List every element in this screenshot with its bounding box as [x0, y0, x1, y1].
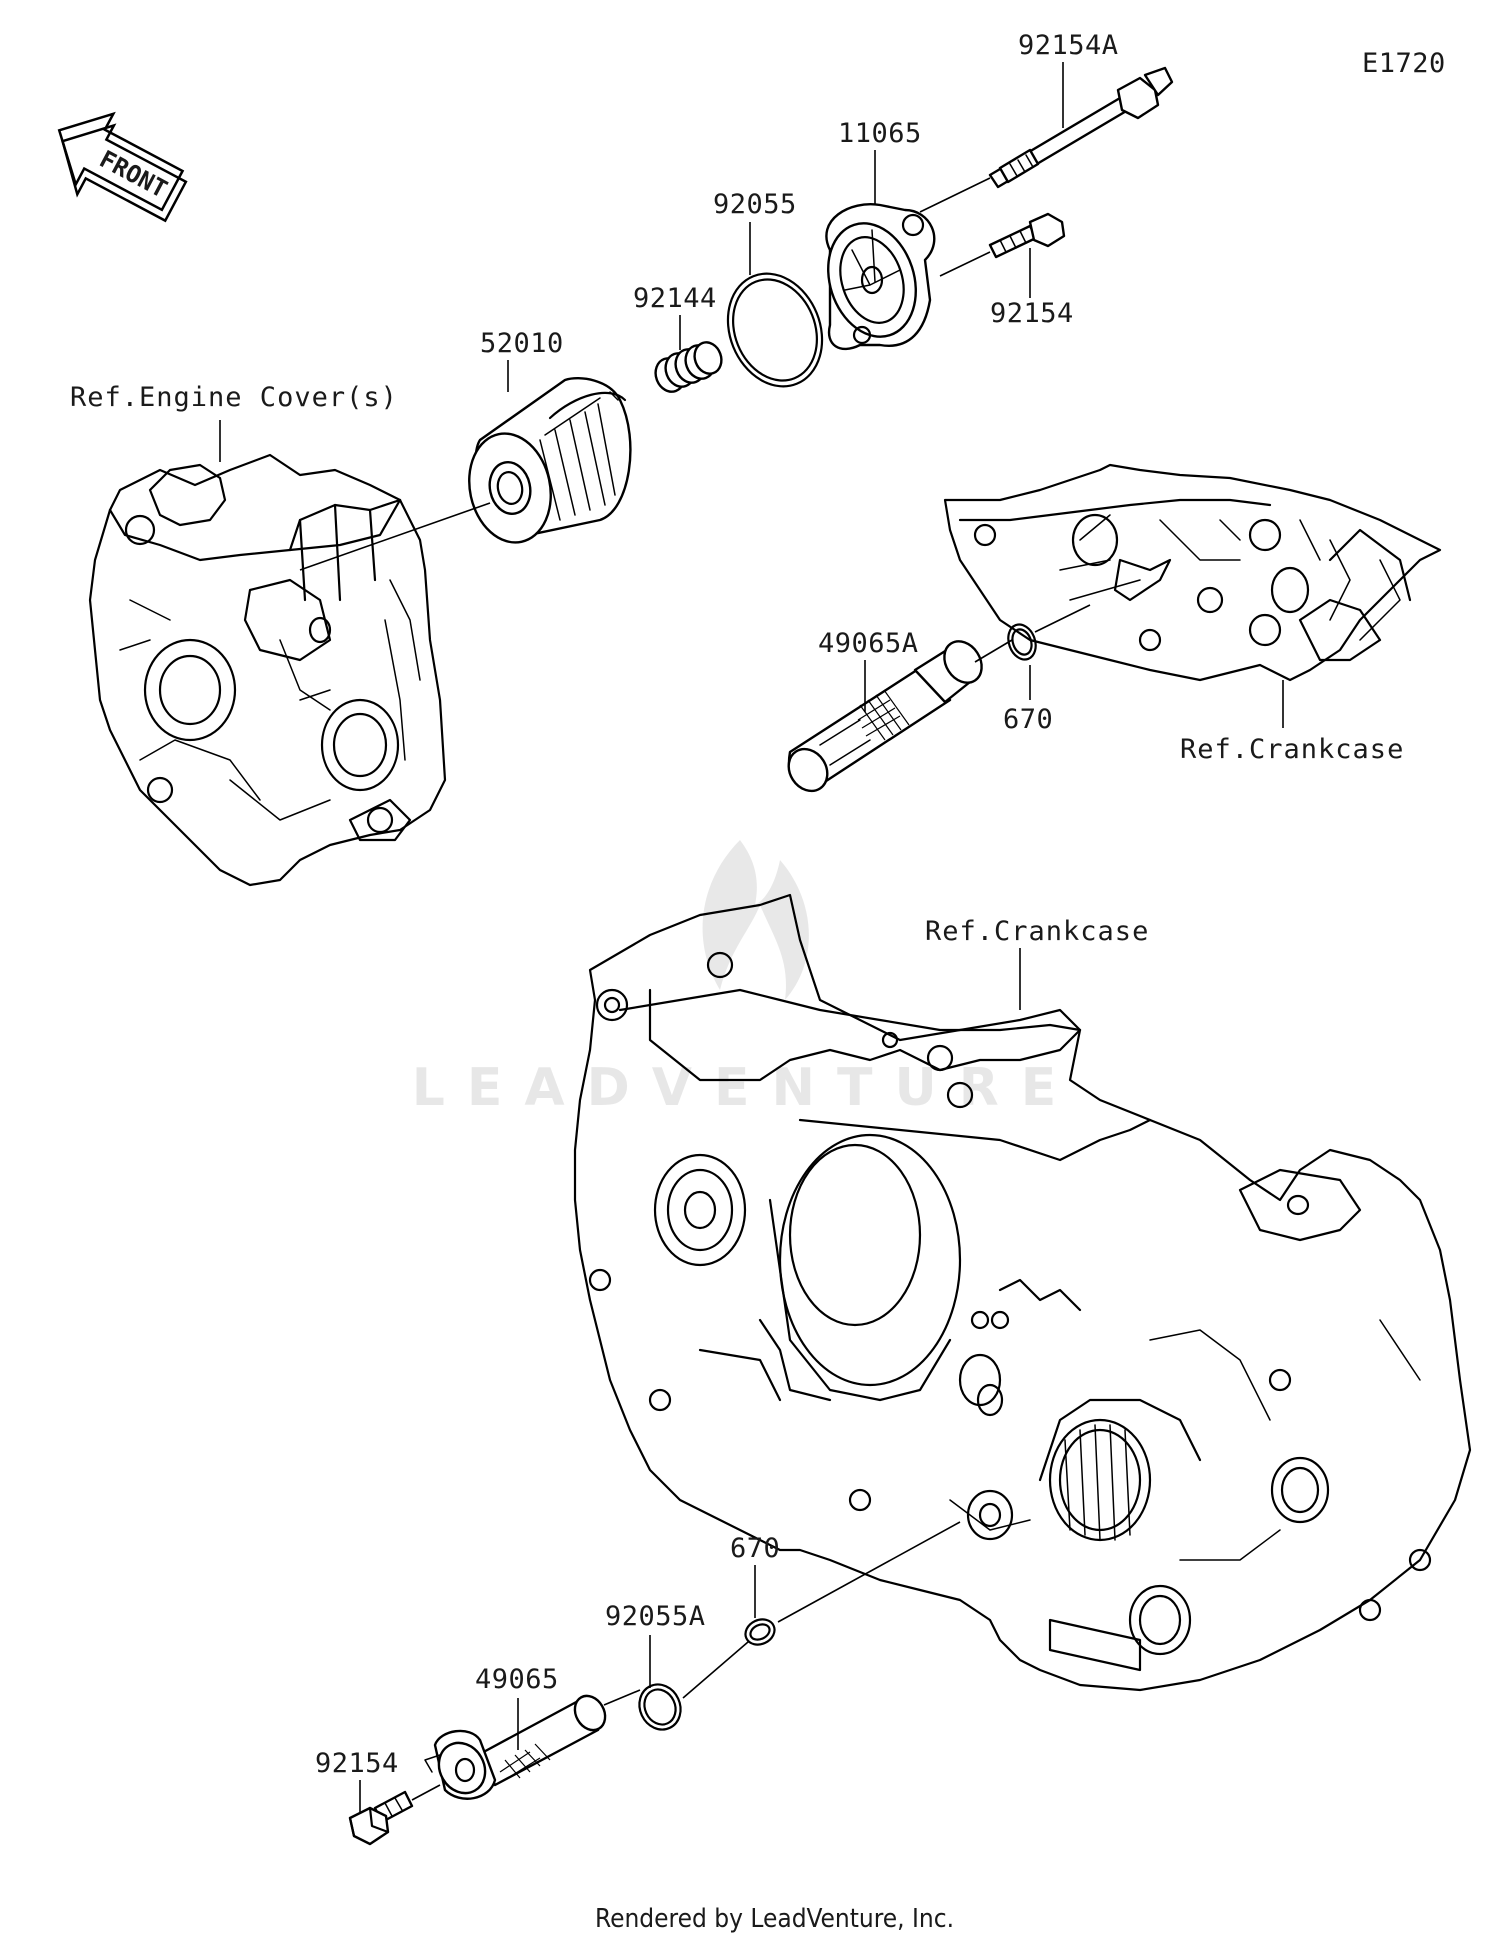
label-92154-bottom: 92154	[315, 1748, 399, 1779]
engine-cover-illustration	[88, 453, 447, 887]
front-arrow-icon: FRONT	[57, 111, 188, 223]
label-670-top: 670	[1003, 704, 1053, 735]
label-92154A: 92154A	[1018, 30, 1119, 61]
ref-engine-cover-label: Ref.Engine Cover(s)	[70, 382, 398, 413]
watermark: LEADVENTURE	[412, 840, 1079, 1118]
filter-cover-part	[825, 203, 936, 351]
strainer-part-top	[787, 640, 983, 793]
long-bolt-part	[988, 66, 1174, 189]
label-52010: 52010	[480, 328, 564, 359]
small-o-ring-part-bottom	[744, 1618, 776, 1646]
label-92055A: 92055A	[605, 1601, 706, 1632]
ref-crankcase-main-label: Ref.Crankcase	[925, 916, 1149, 947]
crankcase-main-illustration	[573, 893, 1472, 1692]
small-o-ring-part-top	[1007, 623, 1037, 661]
oil-filter-part	[468, 377, 632, 544]
o-ring-part	[726, 272, 824, 388]
label-92154-top: 92154	[990, 298, 1074, 329]
o-ring-part-92055a	[638, 1683, 682, 1731]
short-bolt-part-bottom	[348, 1790, 414, 1846]
label-11065: 11065	[838, 118, 922, 149]
diagram-code: E1720	[1362, 48, 1446, 79]
ref-crankcase-top-label: Ref.Crankcase	[1180, 734, 1404, 765]
crankcase-upper-illustration	[943, 463, 1442, 682]
label-670-bottom: 670	[730, 1533, 780, 1564]
short-bolt-part-top	[988, 212, 1066, 259]
label-49065: 49065	[475, 1664, 559, 1695]
label-49065A: 49065A	[818, 628, 919, 659]
watermark-text: LEADVENTURE	[412, 1058, 1079, 1118]
spring-part	[654, 341, 723, 393]
footer-credit: Rendered by LeadVenture, Inc.	[595, 1904, 954, 1934]
label-92144: 92144	[633, 283, 717, 314]
label-92055: 92055	[713, 189, 797, 220]
strainer-part-bottom	[424, 1694, 607, 1800]
